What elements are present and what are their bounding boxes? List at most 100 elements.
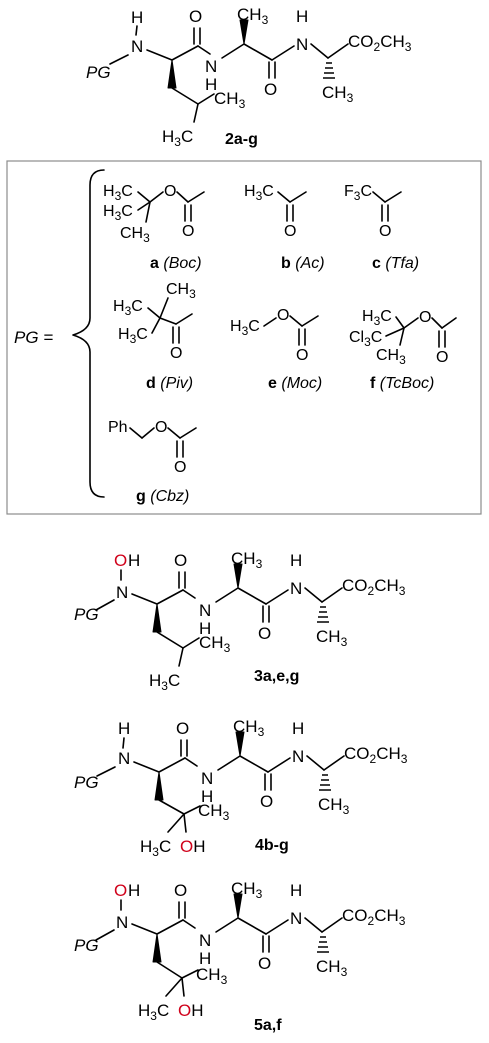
- pg-label: PG: [74, 773, 99, 792]
- nh-hydrogen-label: H: [118, 719, 130, 738]
- svg-text:CH3: CH3: [231, 879, 263, 901]
- svg-text:N: N: [292, 747, 304, 766]
- amide-nitrogen-label: N: [296, 35, 308, 54]
- pg-label: PG: [86, 63, 111, 82]
- label-d-piv: d (Piv): [146, 375, 193, 392]
- svg-text:N: N: [290, 579, 302, 598]
- amide-hydrogen-label: H: [205, 75, 217, 94]
- svg-text:CH3: CH3: [199, 633, 231, 655]
- svg-text:CO2CH3: CO2CH3: [342, 906, 406, 928]
- compound-label-3a-e-g: 3a,e,g: [254, 668, 299, 685]
- hydroxyl-hydrogen-label: H: [128, 551, 140, 570]
- svg-text:CO2CH3: CO2CH3: [342, 576, 406, 598]
- carbonyl-oxygen-label: O: [264, 80, 277, 99]
- svg-text:N: N: [118, 749, 130, 768]
- wedge-bond: [152, 603, 162, 633]
- group-tfa: F3C O c (Tfa): [344, 183, 419, 272]
- svg-text:H: H: [201, 787, 213, 806]
- svg-text:H: H: [199, 949, 211, 968]
- label-g-cbz: g (Cbz): [136, 488, 189, 505]
- svg-text:H: H: [290, 551, 302, 570]
- svg-text:O: O: [176, 719, 189, 738]
- svg-text:H: H: [290, 881, 302, 900]
- nh-hydrogen-label: H: [131, 8, 143, 27]
- svg-text:O: O: [260, 792, 273, 811]
- label-c-tfa: c (Tfa): [372, 255, 419, 272]
- pg-box-border: [6, 160, 482, 515]
- structure-4b-g: H N PG CH3 H3C OH O N H CH3 O H N: [74, 717, 408, 859]
- svg-text:Ph: Ph: [108, 419, 128, 436]
- wedge-bond: [154, 771, 164, 801]
- svg-text:H3C: H3C: [103, 183, 133, 203]
- svg-text:CH3: CH3: [231, 549, 263, 571]
- svg-text:CH3: CH3: [166, 281, 196, 301]
- svg-text:N: N: [199, 601, 211, 620]
- group-cbz: Ph O O g (Cbz): [108, 419, 197, 505]
- h3c-label: H3C: [162, 127, 193, 149]
- svg-text:O: O: [164, 183, 176, 200]
- svg-text:H3C: H3C: [140, 837, 171, 859]
- structure-5a-f: O H N PG CH3 H3C OH O N H CH3 O H N: [74, 879, 406, 1034]
- hydroxyl-label: OH: [180, 837, 206, 856]
- group-ac: H3C O b (Ac): [244, 183, 325, 272]
- wedge-bond: [233, 563, 243, 589]
- structure-2a-g: H N PG H3C CH3 O N H CH3 O H N CH3: [86, 5, 412, 149]
- group-boc: H3C H3C CH3 O O a (Boc): [103, 183, 205, 272]
- wedge-bond: [233, 893, 243, 919]
- label-e-moc: e (Moc): [268, 375, 322, 392]
- svg-text:O: O: [258, 624, 271, 643]
- svg-text:O: O: [174, 881, 187, 900]
- svg-text:CH3: CH3: [198, 801, 230, 823]
- svg-text:CH3: CH3: [120, 225, 150, 245]
- hydroxyl-label: OH: [178, 1001, 204, 1020]
- svg-text:H3C: H3C: [138, 1001, 169, 1023]
- pg-label: PG: [74, 936, 99, 955]
- structure-3a-e-g: O H N PG H3C CH3 O N H CH3 O H N CH3: [74, 549, 406, 693]
- svg-text:O: O: [155, 419, 167, 436]
- svg-text:O: O: [379, 223, 391, 240]
- svg-text:H3C: H3C: [230, 318, 260, 338]
- svg-text:CH3: CH3: [376, 347, 406, 367]
- svg-text:H3C: H3C: [149, 671, 180, 693]
- pg-equals-label: PG =: [14, 328, 53, 347]
- wedge-bond: [167, 59, 177, 89]
- svg-text:N: N: [201, 769, 213, 788]
- nh-nitrogen-label: N: [131, 37, 143, 56]
- label-a-boc: a (Boc): [150, 255, 202, 272]
- hydroxyl-oxygen-label: O: [114, 551, 127, 570]
- group-tcboc: H3C Cl3C CH3 O O f (TcBoc): [349, 308, 457, 392]
- svg-text:O: O: [284, 223, 296, 240]
- group-moc: H3C O O e (Moc): [230, 307, 322, 392]
- svg-text:O: O: [258, 954, 271, 973]
- svg-text:F3C: F3C: [344, 183, 372, 203]
- svg-text:O: O: [436, 349, 448, 366]
- svg-text:N: N: [199, 931, 211, 950]
- svg-text:O: O: [182, 223, 194, 240]
- svg-text:H3C: H3C: [118, 326, 148, 346]
- svg-text:CH3: CH3: [233, 717, 265, 739]
- svg-text:H3C: H3C: [103, 203, 133, 223]
- svg-text:H3C: H3C: [362, 308, 392, 328]
- wedge-bond: [152, 933, 162, 963]
- wedge-bond: [235, 731, 245, 757]
- svg-text:CH3: CH3: [316, 627, 348, 649]
- svg-text:O: O: [419, 309, 431, 326]
- label-f-tcboc: f (TcBoc): [370, 375, 434, 392]
- svg-text:H: H: [128, 881, 140, 900]
- svg-text:N: N: [290, 909, 302, 928]
- svg-text:H: H: [199, 619, 211, 638]
- svg-text:O: O: [174, 551, 187, 570]
- svg-text:H3C: H3C: [113, 298, 143, 318]
- ch3-label: CH3: [237, 5, 269, 27]
- ch3-label: CH3: [322, 83, 354, 105]
- svg-text:CH3: CH3: [318, 795, 350, 817]
- amide-nitrogen-label: N: [205, 57, 217, 76]
- svg-text:N: N: [116, 913, 128, 932]
- svg-text:CO2CH3: CO2CH3: [344, 744, 408, 766]
- pg-label: PG: [74, 605, 99, 624]
- compound-label-4b-g: 4b-g: [255, 837, 289, 854]
- pg-definition-box: PG = H3C H3C CH3 O O a (Boc) H3C O: [6, 160, 482, 515]
- carbonyl-oxygen-label: O: [189, 7, 202, 26]
- label-b-ac: b (Ac): [281, 255, 325, 272]
